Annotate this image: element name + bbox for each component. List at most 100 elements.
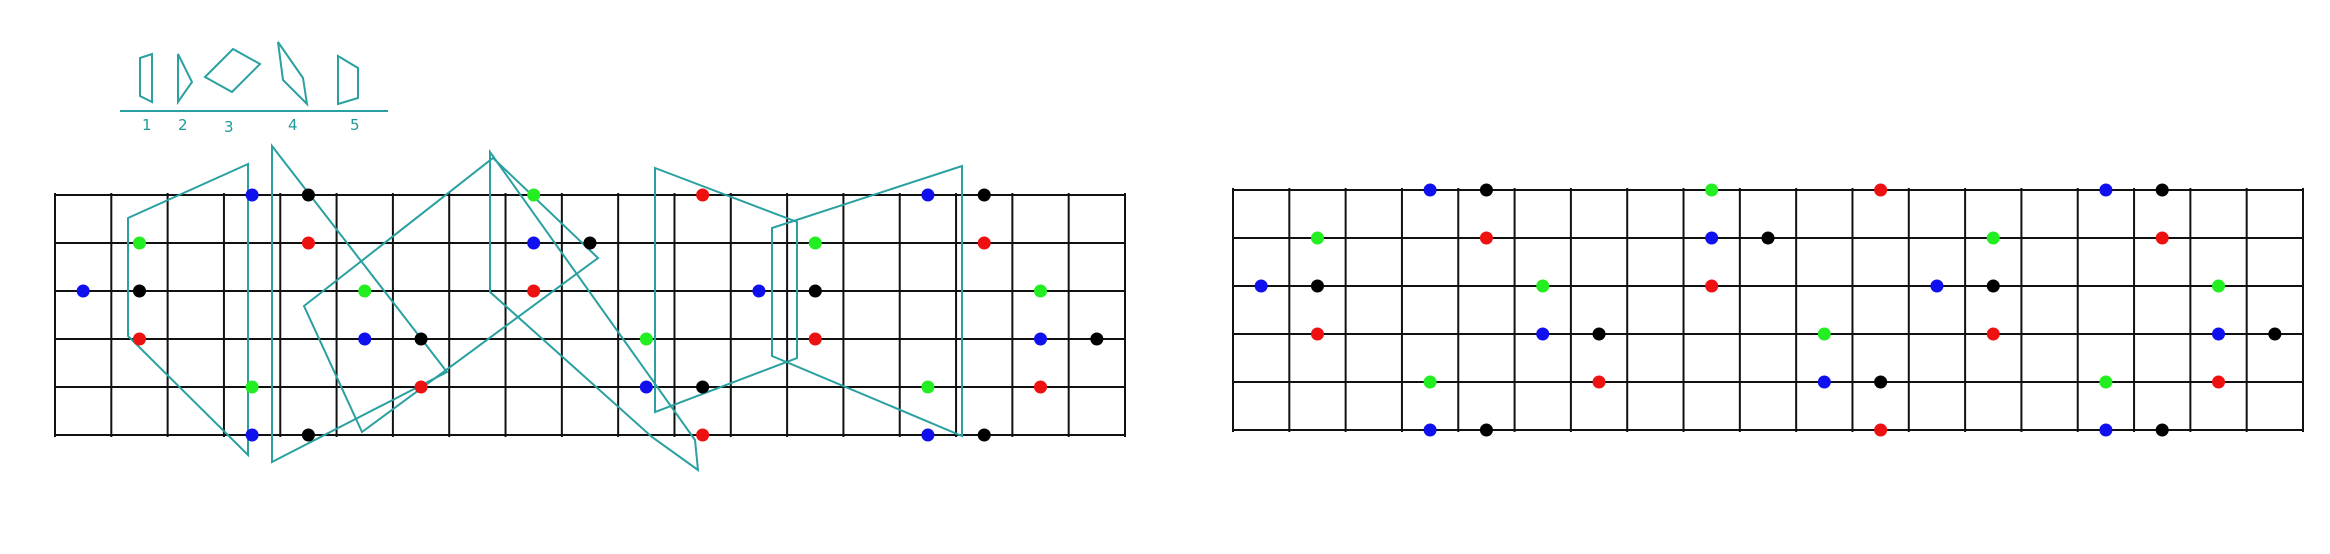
note-dot-black: [1479, 183, 1493, 197]
fretboard-right: [1232, 183, 2304, 437]
note-dot-black: [1090, 332, 1104, 346]
note-dot-red: [2212, 375, 2226, 389]
note-dot-black: [1479, 423, 1493, 437]
note-dot-black: [808, 284, 822, 298]
fretboard-left-grid: [54, 193, 1126, 437]
note-dot-green: [808, 236, 822, 250]
shape-overlay-4: [489, 148, 700, 473]
note-dot-red: [1986, 327, 2000, 341]
note-dot-black: [1592, 327, 1606, 341]
legend-shape-4: [277, 41, 309, 107]
note-dot-black: [977, 188, 991, 202]
note-dot-red: [132, 332, 146, 346]
note-dot-blue: [639, 380, 653, 394]
note-dot-red: [1705, 279, 1719, 293]
note-dot-green: [358, 284, 372, 298]
note-dot-green: [1310, 231, 1324, 245]
shape-overlay-1: [127, 162, 249, 458]
note-dot-black: [1986, 279, 2000, 293]
shape-overlays: [127, 143, 963, 473]
note-dot-blue: [1536, 327, 1550, 341]
note-dot-blue: [752, 284, 766, 298]
note-dot-blue: [2099, 183, 2113, 197]
legend-label-4: 4: [288, 116, 298, 134]
note-dot-black: [583, 236, 597, 250]
note-dot-blue: [2212, 327, 2226, 341]
note-dot-black: [1310, 279, 1324, 293]
shape-overlay-5: [654, 166, 798, 414]
note-dot-green: [1986, 231, 2000, 245]
note-dot-green: [1536, 279, 1550, 293]
note-dot-black: [2268, 327, 2282, 341]
note-dot-green: [921, 380, 935, 394]
shape-legend-labels: 1 2 3 4 5: [142, 116, 360, 136]
note-dot-red: [1874, 183, 1888, 197]
note-dot-red: [808, 332, 822, 346]
legend-label-2: 2: [178, 116, 188, 134]
note-dot-blue: [245, 428, 259, 442]
shape-legend: [120, 41, 388, 112]
note-dot-blue: [1423, 423, 1437, 437]
note-dot-red: [301, 236, 315, 250]
note-dot-green: [1817, 327, 1831, 341]
note-dot-blue: [245, 188, 259, 202]
note-dot-blue: [921, 428, 935, 442]
note-dot-blue: [358, 332, 372, 346]
fretboard-left: [54, 143, 1126, 473]
note-dot-black: [132, 284, 146, 298]
note-dot-blue: [527, 236, 541, 250]
shape-overlay-3: [302, 156, 600, 434]
note-dot-green: [1423, 375, 1437, 389]
note-dot-red: [1592, 375, 1606, 389]
note-dot-blue: [1034, 332, 1048, 346]
note-dot-blue: [921, 188, 935, 202]
shape-overlay-2: [271, 143, 449, 464]
note-dot-black: [2155, 423, 2169, 437]
note-dot-black: [1874, 375, 1888, 389]
legend-shape-5: [337, 54, 359, 106]
note-dot-black: [2155, 183, 2169, 197]
fretboard-left-dots: [76, 188, 1104, 442]
legend-shape-1: [139, 52, 153, 104]
shape-overlay-6: [771, 164, 963, 438]
note-dot-black: [301, 428, 315, 442]
note-dot-green: [639, 332, 653, 346]
note-dot-red: [527, 284, 541, 298]
note-dot-red: [1310, 327, 1324, 341]
legend-label-1: 1: [142, 116, 152, 134]
note-dot-black: [414, 332, 428, 346]
note-dot-blue: [2099, 423, 2113, 437]
note-dot-red: [1034, 380, 1048, 394]
note-dot-red: [696, 428, 710, 442]
note-dot-black: [696, 380, 710, 394]
fretboard-right-dots: [1254, 183, 2282, 437]
note-dot-blue: [76, 284, 90, 298]
note-dot-blue: [1254, 279, 1268, 293]
note-dot-black: [977, 428, 991, 442]
note-dot-blue: [1423, 183, 1437, 197]
note-dot-red: [977, 236, 991, 250]
note-dot-green: [2212, 279, 2226, 293]
note-dot-red: [2155, 231, 2169, 245]
legend-label-5: 5: [350, 116, 360, 134]
note-dot-red: [1874, 423, 1888, 437]
note-dot-black: [1761, 231, 1775, 245]
legend-shape-3: [203, 47, 262, 94]
note-dot-green: [2099, 375, 2113, 389]
note-dot-blue: [1817, 375, 1831, 389]
legend-shape-2: [177, 53, 194, 106]
legend-label-3: 3: [224, 118, 234, 136]
note-dot-red: [696, 188, 710, 202]
note-dot-blue: [1930, 279, 1944, 293]
note-dot-red: [1479, 231, 1493, 245]
note-dot-blue: [1705, 231, 1719, 245]
note-dot-green: [1705, 183, 1719, 197]
fretboard-right-grid: [1232, 188, 2304, 432]
note-dot-black: [301, 188, 315, 202]
note-dot-green: [245, 380, 259, 394]
note-dot-green: [1034, 284, 1048, 298]
note-dot-green: [527, 188, 541, 202]
note-dot-red: [414, 380, 428, 394]
note-dot-green: [132, 236, 146, 250]
